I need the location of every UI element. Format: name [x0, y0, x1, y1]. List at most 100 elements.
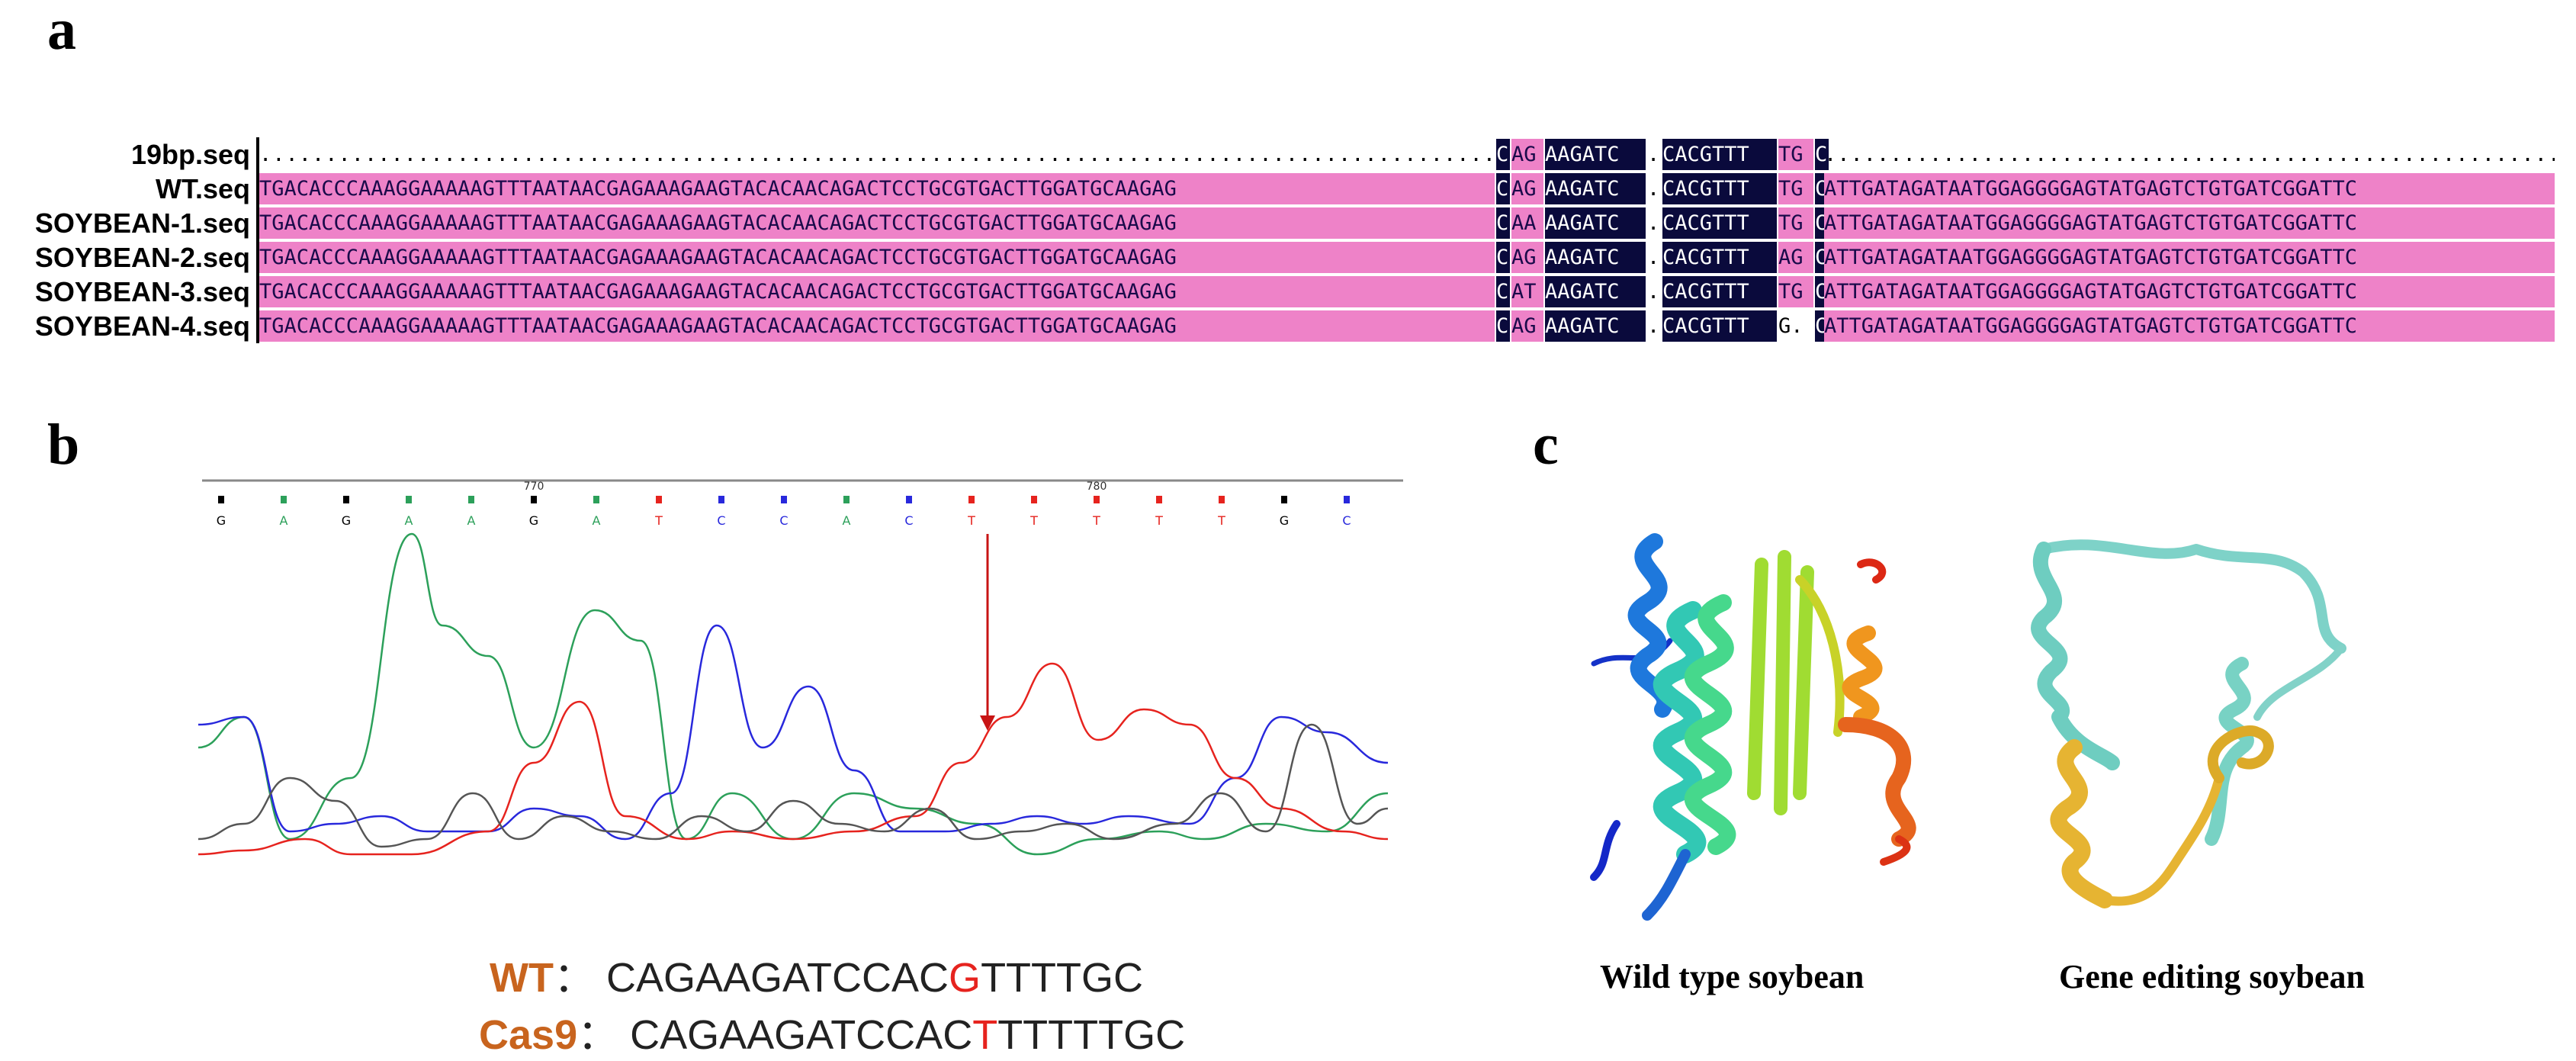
alignment-target-segment: AG [1511, 139, 1543, 170]
alignment-target-segment: G. [1778, 310, 1813, 342]
alignment-target-segment: AG [1778, 242, 1813, 273]
base-call-marker [406, 496, 412, 503]
alignment-right-sequence: ATTGATAGATAATGGAGGGGAGTATGAGTCTGTGATCGGA… [1824, 242, 2555, 273]
base-call-letter: G [217, 513, 226, 528]
alignment-row-label: SOYBEAN-3.seq [34, 276, 250, 307]
base-call-letter: C [1342, 513, 1351, 528]
base-call-marker [843, 496, 850, 503]
base-call-marker [593, 496, 599, 503]
alignment-row-label: SOYBEAN-4.seq [34, 310, 250, 342]
alignment-target-segment: C [1496, 173, 1510, 204]
base-call-letter: A [593, 513, 601, 528]
alignment-target-segment: C [1496, 276, 1510, 307]
base-call-letter: T [1155, 513, 1163, 528]
alignment-row-divider [256, 206, 259, 240]
base-call-marker [1156, 496, 1162, 503]
gene-editing-protein-structure [2031, 539, 2346, 908]
alignment-target-segment: . [1647, 276, 1661, 307]
alignment-target-segment: CACGTTT [1662, 276, 1777, 307]
base-call-marker [218, 496, 224, 503]
alignment-target-segment: C [1496, 242, 1510, 273]
chromatogram-trace [198, 624, 1389, 841]
alignment-right-sequence: ATTGATAGATAATGGAGGGGAGTATGAGTCTGTGATCGGA… [1824, 276, 2555, 307]
wt-seq-post: TTTTGC [981, 955, 1144, 1001]
base-call-marker [1344, 496, 1350, 503]
base-call-letter: A [405, 513, 413, 528]
alignment-row: SOYBEAN-4.seq TGACACCCAAAGGAAAAAGTTTAATAA… [0, 309, 2576, 343]
base-call-marker [1219, 496, 1225, 503]
alignment-left-sequence: TGACACCCAAAGGAAAAAGTTTAATAACGAGAAAGAAGTA… [259, 207, 1495, 239]
alignment-target-segment: . [1647, 139, 1661, 170]
alignment-row: SOYBEAN-2.seq TGACACCCAAAGGAAAAAGTTTAATAA… [0, 240, 2576, 275]
cas9-sequence-line: Cas9： CAGAAGATCCACTTTTTTGC [456, 953, 1185, 1061]
wt-sequence-line: WT： CAGAAGATCCACGTTTTGC [467, 896, 1143, 1004]
cas9-label: Cas9 [479, 1012, 578, 1058]
alignment-gap-dots: ........................................… [259, 143, 1495, 166]
chromatogram-trace [198, 662, 1389, 856]
base-call-letter: A [843, 513, 851, 528]
alignment-right-sequence: ATTGATAGATAATGGAGGGGAGTATGAGTCTGTGATCGGA… [1824, 207, 2555, 239]
base-call-letter: G [342, 513, 351, 528]
base-call-marker [1281, 496, 1287, 503]
alignment-target-segment: C [1815, 139, 1829, 170]
alignment-target-segment: C [1496, 310, 1510, 342]
alignment-target-segment: . [1647, 242, 1661, 273]
alignment-target-segment: AT [1511, 276, 1543, 307]
position-label: 770 [524, 481, 544, 493]
wild-type-protein-structure [1590, 533, 1916, 921]
alignment-left-sequence: TGACACCCAAAGGAAAAAGTTTAATAACGAGAAAGAAGTA… [259, 242, 1495, 273]
alignment-right-sequence: ATTGATAGATAATGGAGGGGAGTATGAGTCTGTGATCGGA… [1824, 173, 2555, 204]
alignment-right-sequence: ATTGATAGATAATGGAGGGGAGTATGAGTCTGTGATCGGA… [1824, 310, 2555, 342]
chromatogram-trace [198, 723, 1389, 848]
alignment-row-divider [256, 172, 259, 206]
alignment-target-segment: CACGTTT [1662, 207, 1777, 239]
alignment-target-segment: . [1647, 310, 1661, 342]
base-call-letter: T [1217, 513, 1225, 528]
alignment-target-segment: AAGATC [1545, 276, 1646, 307]
alignment-target-segment: CACGTTT [1662, 242, 1777, 273]
alignment-target-segment: AAGATC [1545, 242, 1646, 273]
alignment-target-segment: CACGTTT [1662, 139, 1777, 170]
alignment-gap-dots: ........................................… [1824, 143, 2555, 166]
base-call-marker [468, 496, 474, 503]
base-call-letter: G [529, 513, 538, 528]
base-call-letter: C [717, 513, 725, 528]
alignment-target-segment: TG [1778, 276, 1813, 307]
cas9-mutation-base: T [972, 1012, 998, 1058]
alignment-row-divider [256, 275, 259, 309]
panel-label-a: a [47, 0, 76, 62]
base-call-letter: T [1029, 513, 1038, 528]
alignment-row: 19bp.seq................................… [0, 137, 2576, 172]
alignment-target-segment: C [1496, 139, 1510, 170]
wt-separator: ： [553, 955, 595, 1001]
base-call-marker [906, 496, 912, 503]
base-call-marker [1094, 496, 1100, 503]
base-call-letter: A [280, 513, 288, 528]
base-call-marker [1031, 496, 1037, 503]
alignment-target-segment: AAGATC [1545, 173, 1646, 204]
base-call-letter: A [467, 513, 476, 528]
alignment-target-segment: AAGATC [1545, 207, 1646, 239]
base-call-letter: G [1280, 513, 1289, 528]
alignment-row-label: WT.seq [155, 173, 250, 204]
mutation-arrow-head [980, 715, 995, 731]
base-call-marker [718, 496, 724, 503]
alignment-target-segment: TG [1778, 139, 1813, 170]
wt-mutation-base: G [949, 955, 981, 1001]
panel-label-c: c [1533, 413, 1559, 477]
gene-editing-caption: Gene editing soybean [2059, 958, 2365, 995]
alignment-target-segment: . [1647, 173, 1661, 204]
alignment-target-segment: AAGATC [1545, 310, 1646, 342]
base-call-marker [281, 496, 287, 503]
alignment-target-segment: AG [1511, 310, 1543, 342]
alignment-row-label: SOYBEAN-1.seq [34, 207, 250, 239]
alignment-target-segment: CACGTTT [1662, 173, 1777, 204]
base-call-letter: C [779, 513, 788, 528]
base-call-letter: T [1092, 513, 1100, 528]
alignment-left-sequence: TGACACCCAAAGGAAAAAGTTTAATAACGAGAAAGAAGTA… [259, 310, 1495, 342]
alignment-row-label: SOYBEAN-2.seq [34, 242, 250, 273]
alignment-row-divider [256, 309, 259, 343]
panel-label-b: b [47, 413, 80, 477]
